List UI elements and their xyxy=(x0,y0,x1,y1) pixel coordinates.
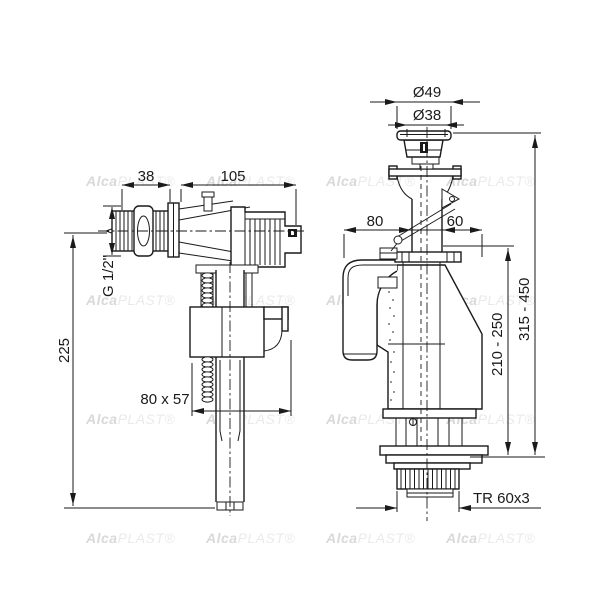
dimension-height: 225 xyxy=(56,232,215,509)
button-cap xyxy=(396,130,452,141)
stipple-texture xyxy=(388,291,395,401)
standpipe-inner xyxy=(388,262,445,409)
threaded-base xyxy=(396,468,460,498)
dimension-thread-length: 38 xyxy=(121,168,171,210)
dim-label-315-450: 315 - 450 xyxy=(516,278,533,341)
dimension-float-size: 80 x 57 xyxy=(140,340,292,416)
fill-valve-body xyxy=(230,206,302,268)
dim-label-g12: G 1/2" xyxy=(100,255,117,297)
dim-label-tr60x3: TR 60x3 xyxy=(473,490,530,507)
dimension-inlet-thread: G 1/2" xyxy=(100,205,121,297)
dim-label-80: 80 xyxy=(367,213,384,230)
lock-nut xyxy=(394,251,462,263)
watermark: AlcaPLAST® xyxy=(205,530,295,546)
dimension-total-height: 315 - 450 xyxy=(453,132,545,458)
cage-top-bar xyxy=(382,408,477,419)
watermark: AlcaPLAST® xyxy=(85,411,175,427)
float xyxy=(189,306,289,358)
seal-flange xyxy=(379,445,489,470)
cage-ribs xyxy=(395,418,463,446)
watermark: AlcaPLAST® xyxy=(445,173,535,189)
dim-label-105: 105 xyxy=(220,168,245,185)
spring-upper xyxy=(201,272,214,309)
dim-label-38: 38 xyxy=(138,168,155,185)
watermark: AlcaPLAST® xyxy=(85,530,175,546)
dim-label-210-250: 210 - 250 xyxy=(489,313,506,376)
watermark: AlcaPLAST® xyxy=(205,173,295,189)
dim-label-225: 225 xyxy=(56,338,73,363)
trip-lever xyxy=(390,188,461,252)
dimension-body-length: 105 xyxy=(180,168,297,225)
tank-flange xyxy=(167,202,180,258)
dim-label-d49: Ø49 xyxy=(413,84,441,101)
fill-valve-drawing: 38 105 G 1/2" 225 80 x 57 xyxy=(56,168,304,516)
dimension-button-diameter: Ø38 xyxy=(388,107,464,137)
dim-label-d38: Ø38 xyxy=(413,107,441,124)
spring-lower xyxy=(201,356,214,403)
elbow-seat xyxy=(377,276,398,289)
flush-valve-drawing: Ø49 Ø38 80 60 315 - 450 210 - 250 xyxy=(342,84,545,521)
dimension-inner-height: 210 - 250 xyxy=(443,245,514,455)
watermark: AlcaPLAST® xyxy=(325,173,415,189)
inner-tube xyxy=(219,360,241,442)
dim-label-60: 60 xyxy=(447,213,464,230)
watermark: AlcaPLAST® xyxy=(325,530,415,546)
seal-clip xyxy=(409,418,417,426)
left-clip xyxy=(379,247,398,260)
dimension-base-thread: TR 60x3 xyxy=(356,490,541,512)
push-button xyxy=(396,130,452,170)
watermark: AlcaPLAST® xyxy=(85,292,175,308)
pivot-pin xyxy=(201,191,215,212)
dimension-width-offsets: 80 60 xyxy=(343,213,483,258)
watermark: AlcaPLAST® xyxy=(445,530,535,546)
dim-label-80x57: 80 x 57 xyxy=(140,391,189,408)
overflow-elbow xyxy=(342,259,398,361)
